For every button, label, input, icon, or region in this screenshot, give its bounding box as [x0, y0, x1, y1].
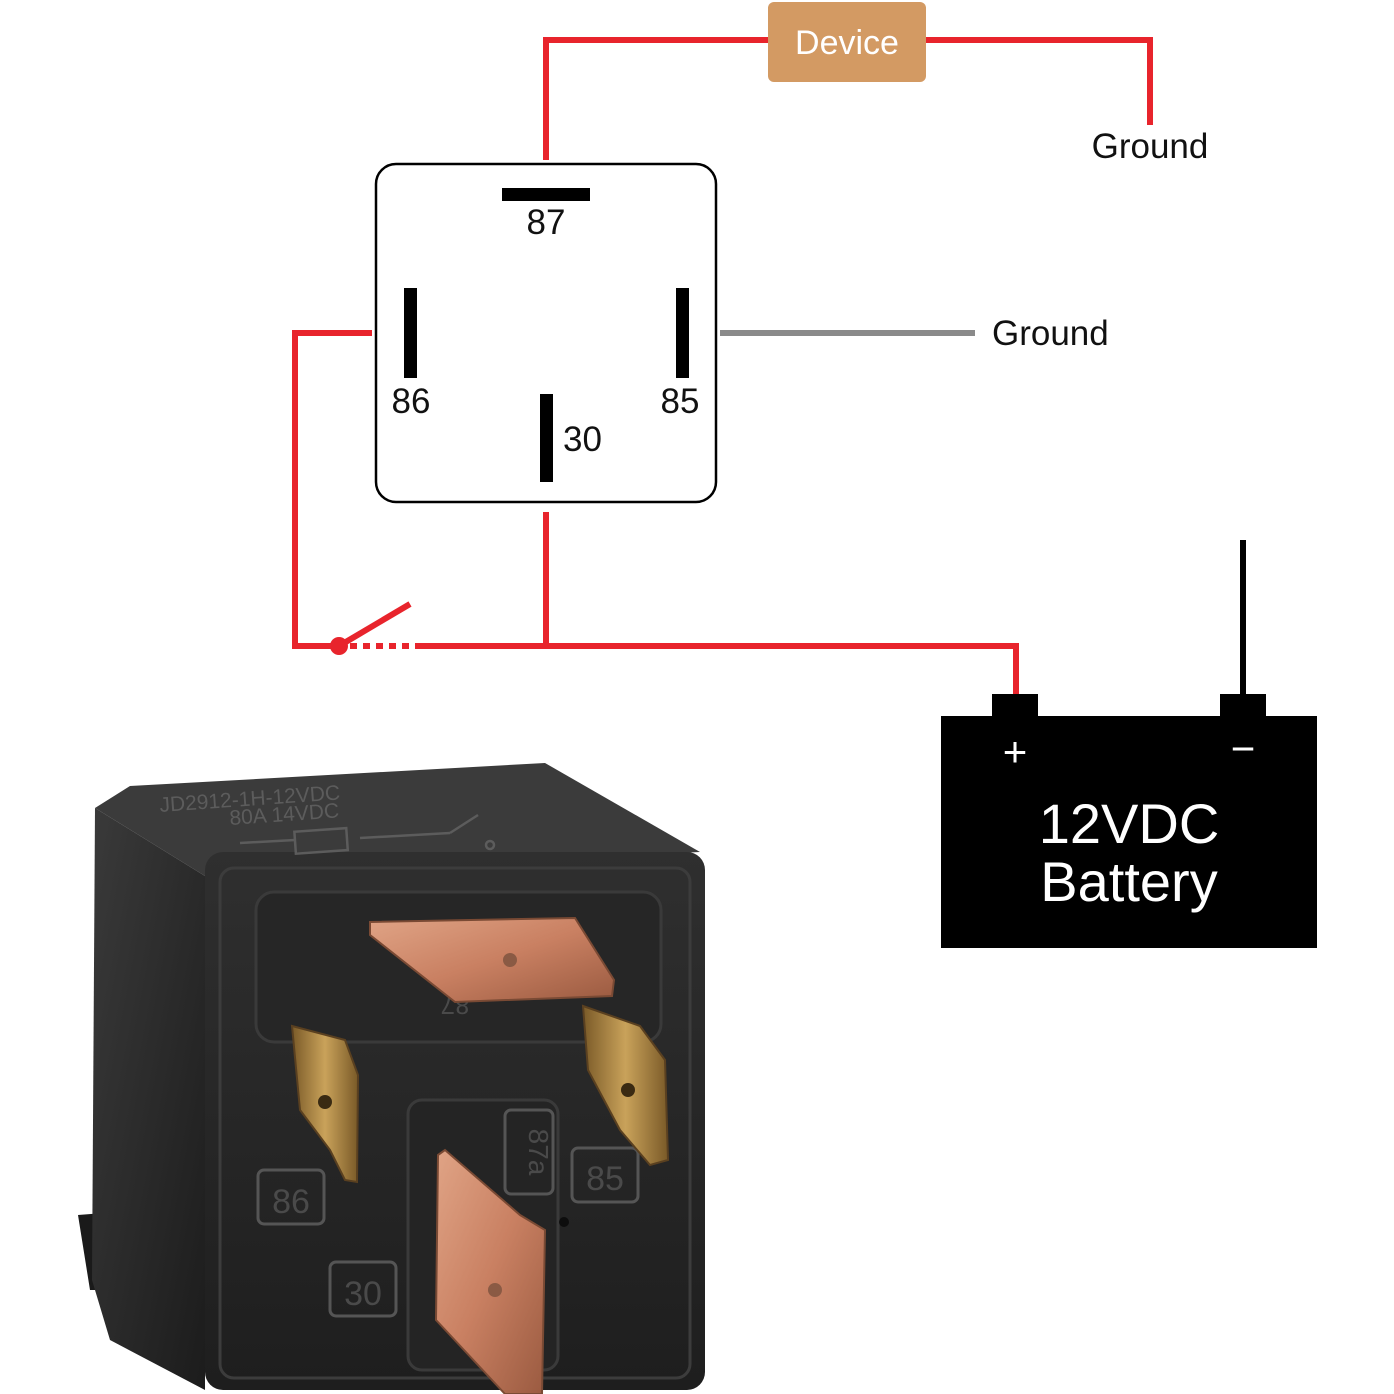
relay-pin-86-marking: 86: [256, 1168, 326, 1226]
pin-30-bar: [540, 394, 553, 482]
battery-plus-sign: +: [1003, 728, 1028, 775]
relay-terminal-87: [369, 916, 616, 1004]
svg-text:85: 85: [586, 1160, 624, 1198]
relay-pin-30-marking: 30: [328, 1260, 398, 1318]
device-label: Device: [795, 24, 899, 62]
relay-outline: [374, 162, 718, 504]
pin-86-label: 86: [392, 382, 431, 421]
pin-85-label: 85: [661, 382, 700, 421]
relay-left-side: [92, 808, 205, 1390]
switch: [330, 601, 415, 655]
battery-positive-post: [992, 694, 1038, 720]
battery-label-line1: 12VDC: [1039, 792, 1220, 855]
switch-lever: [337, 601, 412, 649]
ground-label-right: Ground: [992, 314, 1109, 353]
ground-label-top: Ground: [1092, 127, 1209, 166]
device-box: Device: [768, 2, 926, 82]
svg-text:30: 30: [344, 1275, 382, 1313]
battery-label-line2: Battery: [1040, 850, 1217, 913]
svg-text:87a: 87a: [523, 1129, 554, 1176]
battery-body: [941, 716, 1317, 948]
pin-30-label: 30: [563, 420, 602, 459]
wire-86-to-switch: [292, 330, 372, 649]
relay-top-face: [95, 763, 700, 876]
svg-text:86: 86: [272, 1183, 310, 1221]
relay-schematic-marking: [239, 813, 496, 856]
wires: [292, 37, 1246, 698]
relay-schematic: 87 86 85 30: [374, 162, 718, 504]
pin-87-bar: [502, 188, 590, 201]
relay-photo: JD2912-1H-12VDC 80A 14VDC 86 85 30 87a: [78, 763, 705, 1394]
battery-negative-post: [1220, 694, 1266, 720]
pin-86-bar: [404, 288, 417, 378]
battery: + − 12VDC Battery: [941, 694, 1317, 948]
wire-device-to-ground: [924, 37, 1153, 125]
battery-minus-sign: −: [1231, 725, 1256, 772]
relay-pin-85-marking: 85: [570, 1146, 640, 1204]
pin-85-bar: [676, 288, 689, 378]
pin-87-label: 87: [527, 203, 566, 242]
wire-87-to-device: [543, 37, 770, 160]
relay-hole: [559, 1217, 569, 1227]
relay-pin-87a-marking: 87a: [503, 1108, 555, 1196]
wire-to-battery-positive: [415, 643, 1019, 698]
relay-terminal-30: [434, 1148, 547, 1394]
